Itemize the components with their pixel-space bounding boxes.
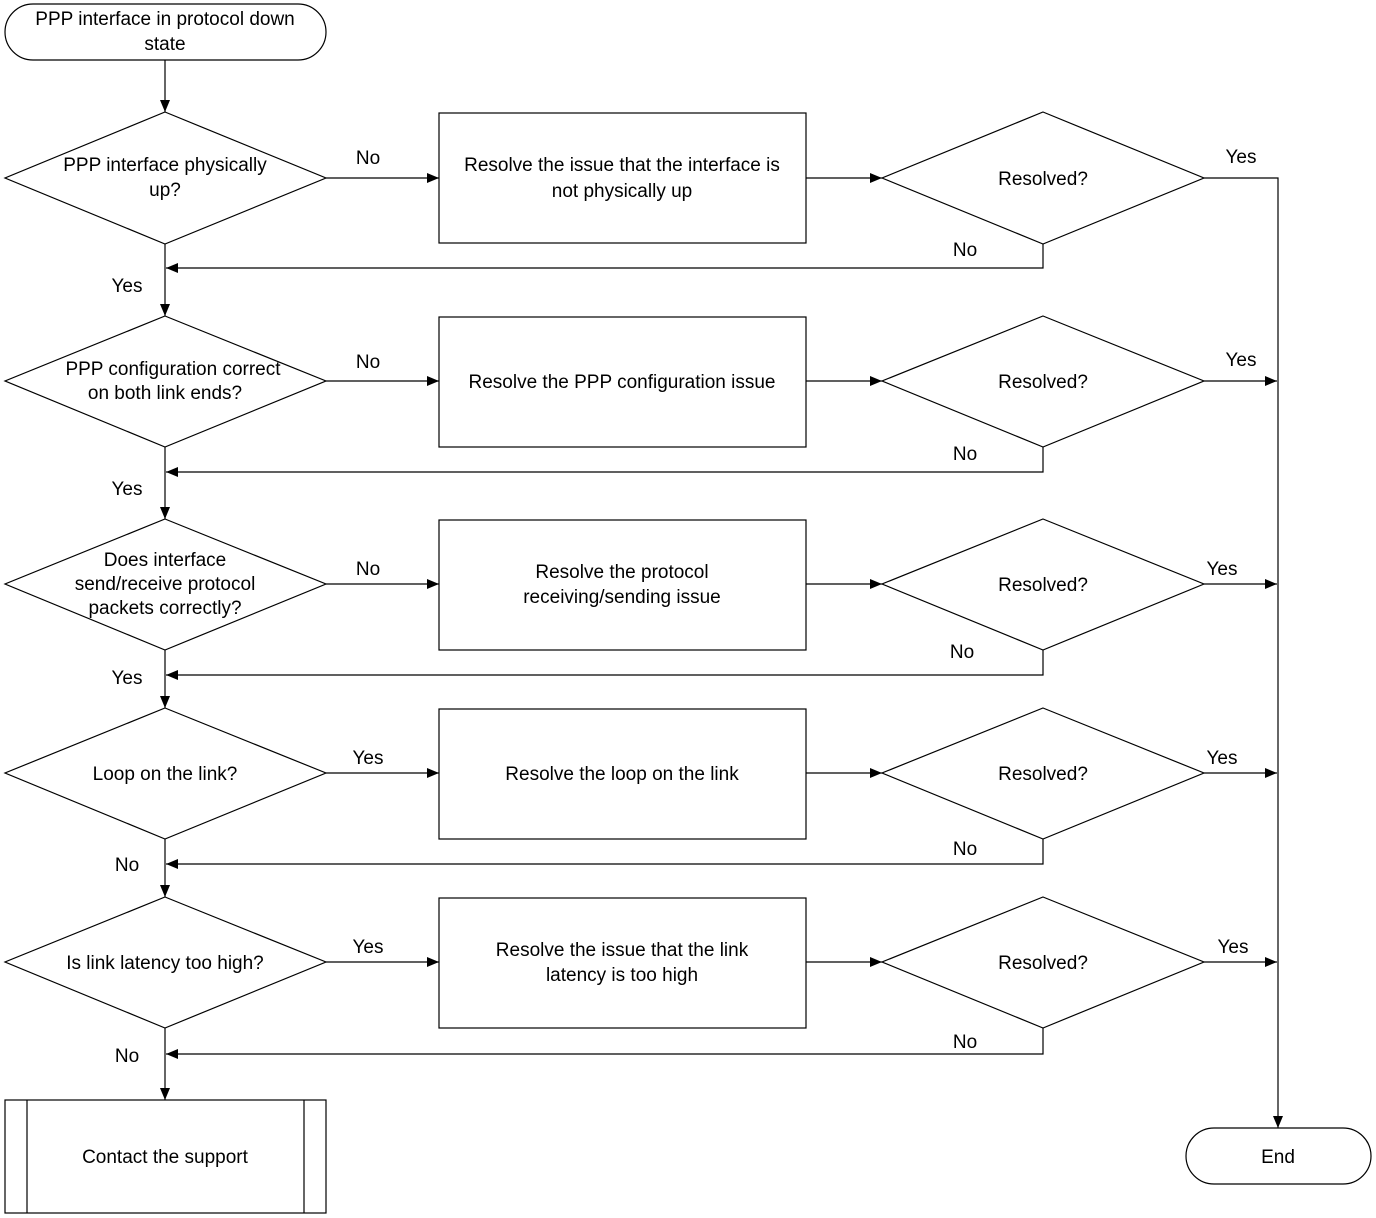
action-1-line-1: Resolve the issue that the interface is (464, 155, 780, 176)
resolved-no-return-arrow-3 (166, 650, 1044, 680)
start-label-line-1: PPP interface in protocol down (35, 9, 294, 30)
action-branch-label-3: No (356, 559, 380, 580)
action-4-line-1: Resolve the loop on the link (505, 764, 739, 785)
action-box-1 (438, 112, 807, 244)
action-box-5 (438, 897, 807, 1029)
resolved-no-label-3: No (950, 642, 974, 663)
resolved-yes-label-2: Yes (1226, 350, 1257, 371)
continue-label-3: Yes (112, 668, 143, 689)
resolved-yes-label-3: Yes (1207, 559, 1238, 580)
question-3-line-2: send/receive protocol (75, 574, 256, 595)
resolved-no-return-arrow-2 (166, 447, 1044, 477)
continue-label-1: Yes (112, 276, 143, 297)
resolved-no-label-2: No (953, 444, 977, 465)
resolved-label-1: Resolved? (998, 169, 1088, 190)
continue-label-5: No (115, 1046, 139, 1067)
step-4: Loop on the link? Yes Resolve the loop o… (3, 707, 1277, 897)
action-branch-label-4: Yes (353, 748, 384, 769)
step-5: Is link latency too high? Yes Resolve th… (3, 896, 1277, 1100)
question-4-line-1: Loop on the link? (93, 764, 238, 785)
action-branch-label-2: No (356, 352, 380, 373)
action-5-line-1: Resolve the issue that the link (496, 940, 749, 961)
resolved-no-return-arrow-5 (166, 1028, 1044, 1059)
action-3-line-2: receiving/sending issue (523, 587, 721, 608)
resolved-no-label-4: No (953, 839, 977, 860)
resolved-label-2: Resolved? (998, 372, 1088, 393)
end-label: End (1261, 1147, 1295, 1168)
action-2-line-1: Resolve the PPP configuration issue (469, 372, 776, 393)
resolved-yes-label-5: Yes (1218, 937, 1249, 958)
question-diamond-1 (3, 111, 328, 245)
start-node: PPP interface in protocol down state (4, 3, 327, 61)
action-3-line-1: Resolve the protocol (535, 562, 708, 583)
action-branch-label-5: Yes (353, 937, 384, 958)
resolved-yes-label-1: Yes (1226, 147, 1257, 168)
question-5-line-1: Is link latency too high? (66, 953, 264, 974)
resolved-no-return-arrow-1 (166, 244, 1044, 273)
question-2-line-1: PPP configuration correct (65, 359, 281, 380)
question-1-line-2: up? (149, 180, 181, 201)
resolved-yes-label-4: Yes (1207, 748, 1238, 769)
action-box-2 (438, 316, 807, 448)
continue-label-4: No (115, 855, 139, 876)
resolved-label-4: Resolved? (998, 764, 1088, 785)
question-3-line-1: Does interface (104, 550, 227, 571)
step-3: Does interface send/receive protocol pac… (3, 518, 1277, 708)
action-1-line-2: not physically up (552, 181, 692, 202)
action-box-4 (438, 708, 807, 840)
step-1: PPP interface physically up? No Resolve … (3, 111, 1283, 1128)
end-node: End (1185, 1127, 1372, 1185)
resolved-yes-to-end-line (1204, 177, 1283, 1128)
question-1-line-1: PPP interface physically (63, 155, 267, 176)
step-2: PPP configuration correct on both link e… (3, 315, 1277, 519)
action-branch-label-1: No (356, 148, 380, 169)
continue-label-2: Yes (112, 479, 143, 500)
contact-support-node: Contact the support (4, 1099, 327, 1214)
resolved-no-return-arrow-4 (166, 839, 1044, 869)
contact-support-label: Contact the support (82, 1147, 249, 1168)
action-box-3 (438, 519, 807, 651)
action-5-line-2: latency is too high (546, 965, 698, 986)
question-3-line-3: packets correctly? (88, 598, 241, 619)
resolved-label-3: Resolved? (998, 575, 1088, 596)
question-diamond-2 (3, 315, 328, 448)
resolved-no-label-5: No (953, 1032, 977, 1053)
start-label-line-2: state (144, 34, 185, 55)
resolved-label-5: Resolved? (998, 953, 1088, 974)
resolved-no-label-1: No (953, 240, 977, 261)
question-2-line-2: on both link ends? (88, 383, 242, 404)
